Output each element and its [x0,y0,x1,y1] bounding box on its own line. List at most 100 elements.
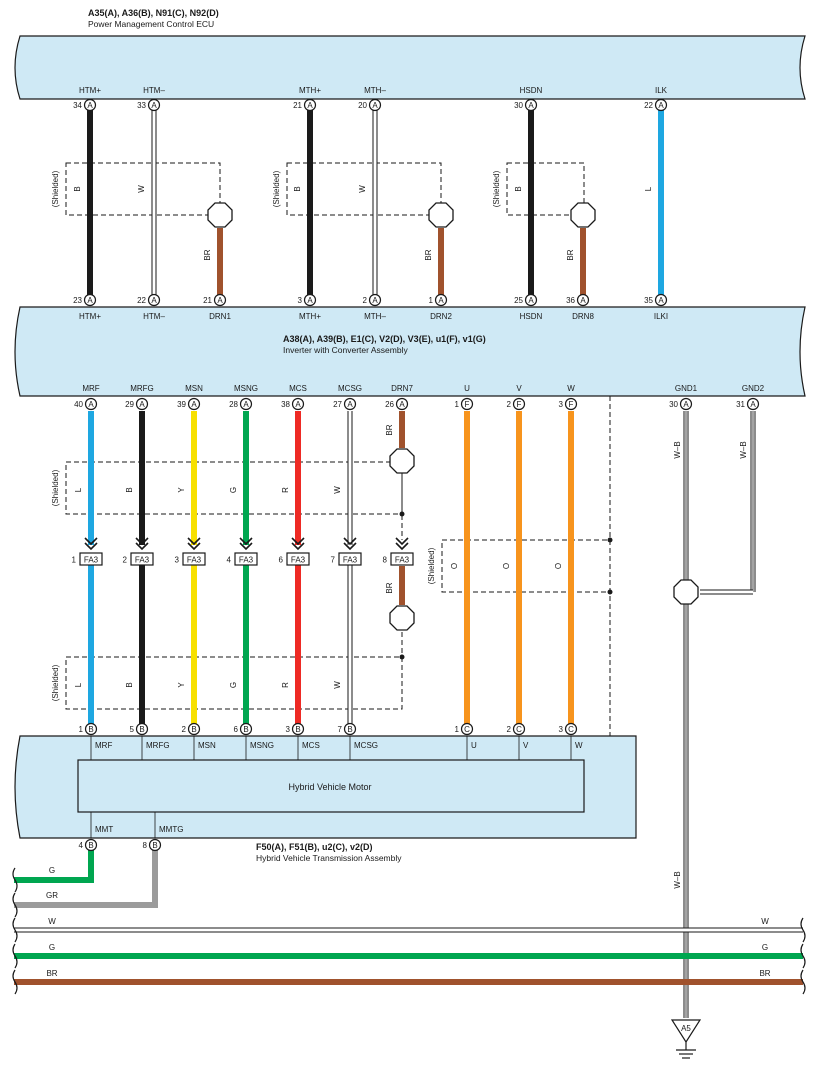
inverter-bottom-pin-num: 39 [177,400,186,409]
inverter-top-pin-circle [654,293,668,307]
signal-wire-color-label: Y [177,487,186,493]
motor-top-pin-circle [564,722,578,736]
ecu-pin-circle [83,98,97,112]
shield-box-htm [65,162,221,216]
shield-drain-junction-hsdn [570,202,596,228]
inverter-bottom-pin-conn: A [683,400,689,409]
inverter-bottom-pin-num: 38 [281,400,290,409]
inverter-bottom-pin-num: 3 [559,400,564,409]
junction-connector-label: FA3 [239,556,254,565]
motor-top-pin-num: 7 [338,725,343,734]
inverter-top-pin-num: 2 [363,296,368,305]
junction-pin-number: 6 [279,556,284,565]
splice-dot [399,654,405,660]
motor-top-pin-conn: C [568,725,574,734]
inverter-bottom-pin-circle [343,397,357,411]
motor-top-pin-circle [135,722,149,736]
ecu-pin-conn: A [151,101,157,110]
drn7-wire-color-label-lower: BR [385,582,394,593]
junction-pin-number: 4 [227,556,232,565]
ground-wire-color-label: W–B [673,441,682,458]
inverter-top-pin-circle [147,293,161,307]
shield-drain-junction-htm [207,202,233,228]
junction-connector-label: FA3 [291,556,306,565]
ecu-pin-label: HTM+ [79,86,101,95]
junction-pin-number: 1 [72,556,77,565]
inverter-bottom-pin-circle [679,397,693,411]
inverter-top-pin-label: HTM– [143,312,165,321]
splice-dot [399,511,405,517]
inverter-bottom-pin-circle [291,397,305,411]
long-wire-color-label: G [762,943,768,952]
inverter-bottom-pin-label: MRFG [130,384,154,393]
junction-arrow-icon [84,537,98,551]
signal-wire-color-label-lower: B [125,682,134,687]
ecu-pin-circle [654,98,668,112]
wire-break-icon [12,867,18,893]
bottom-wire-mmtg [14,850,158,908]
motor-top-pin-label: MRFG [146,741,170,750]
ecu-pin-num: 30 [514,101,523,110]
bottom-wire-mmt [14,850,94,883]
shield-label-phase: (Shielded) [427,547,436,584]
inverter-bottom-pin-conn: A [191,400,197,409]
junction-arrow-icon [343,537,357,551]
upper-wire-color-label: L [644,186,653,191]
signal-wire-color-label-lower: R [281,682,290,688]
signal-wire-color-label: L [74,487,83,492]
inverter-top-pin-circle [303,293,317,307]
inverter-bottom-pin-num: 28 [229,400,238,409]
motor-bottom-pin-num: 4 [79,841,84,850]
inverter-top-pin-label: HSDN [520,312,543,321]
inverter-bottom-pin-circle [564,397,578,411]
inverter-top-pin-conn: A [372,296,378,305]
junction-connector-label: FA3 [187,556,202,565]
inverter-name: Inverter with Converter Assembly [283,345,408,355]
wire-break-icon [12,892,18,918]
splice-dot [607,537,613,543]
upper-wire-color-label: B [514,186,523,191]
motor-top-pin-circle [512,722,526,736]
signal-wire-color-label-lower: L [74,682,83,687]
ecu-pin-label: HSDN [520,86,543,95]
inverter-bottom-pin-conn: A [399,400,405,409]
inverter-bottom-pin-num: 29 [125,400,134,409]
inverter-top-pin-conn: A [580,296,586,305]
shield-drain-junction-mth [428,202,454,228]
ground-wire-color-label: W–B [739,441,748,458]
motor-top-pin-label: W [575,741,583,750]
motor-top-pin-label: MCS [302,741,320,750]
ecu-pin-conn: A [307,101,313,110]
shield-label-htm: (Shielded) [51,170,60,207]
signal-wire-color-label: R [281,487,290,493]
motor-bottom-pin-label: MMT [95,825,113,834]
inverter-bottom-pin-num: 27 [333,400,342,409]
inverter-top-pin-num: 35 [644,296,653,305]
inverter-bottom-pin-num: 1 [455,400,460,409]
motor-top-pin-conn: B [295,725,300,734]
shield-label-signal-upper: (Shielded) [51,469,60,506]
inverter-top-pin-conn: A [528,296,534,305]
inverter-top-pin-conn: A [307,296,313,305]
ecu-pin-conn: A [528,101,534,110]
inverter-top-pin-label: HTM+ [79,312,101,321]
motor-top-pin-conn: B [139,725,144,734]
inverter-top-pin-num: 3 [298,296,303,305]
inverter-bottom-pin-conn: A [295,400,301,409]
signal-wire-color-label: G [229,487,238,493]
signal-wire-color-label-lower: Y [177,682,186,688]
junction-arrow-icon [135,537,149,551]
junction-connector-fa3 [182,552,206,566]
long-wire-color-label: BR [759,969,770,978]
inverter-bottom-pin-num: 30 [669,400,678,409]
long-wire-color-label: BR [46,969,57,978]
junction-arrow-icon [239,537,253,551]
ground-wire-color-label: W–B [673,871,682,888]
motor-top-pin-label: U [471,741,477,750]
junction-connector-fa3 [390,552,414,566]
inverter-bottom-pin-circle [239,397,253,411]
shield-label-mth: (Shielded) [272,170,281,207]
ecu-pin-label: MTH– [364,86,386,95]
upper-wire-color-label: B [293,186,302,191]
